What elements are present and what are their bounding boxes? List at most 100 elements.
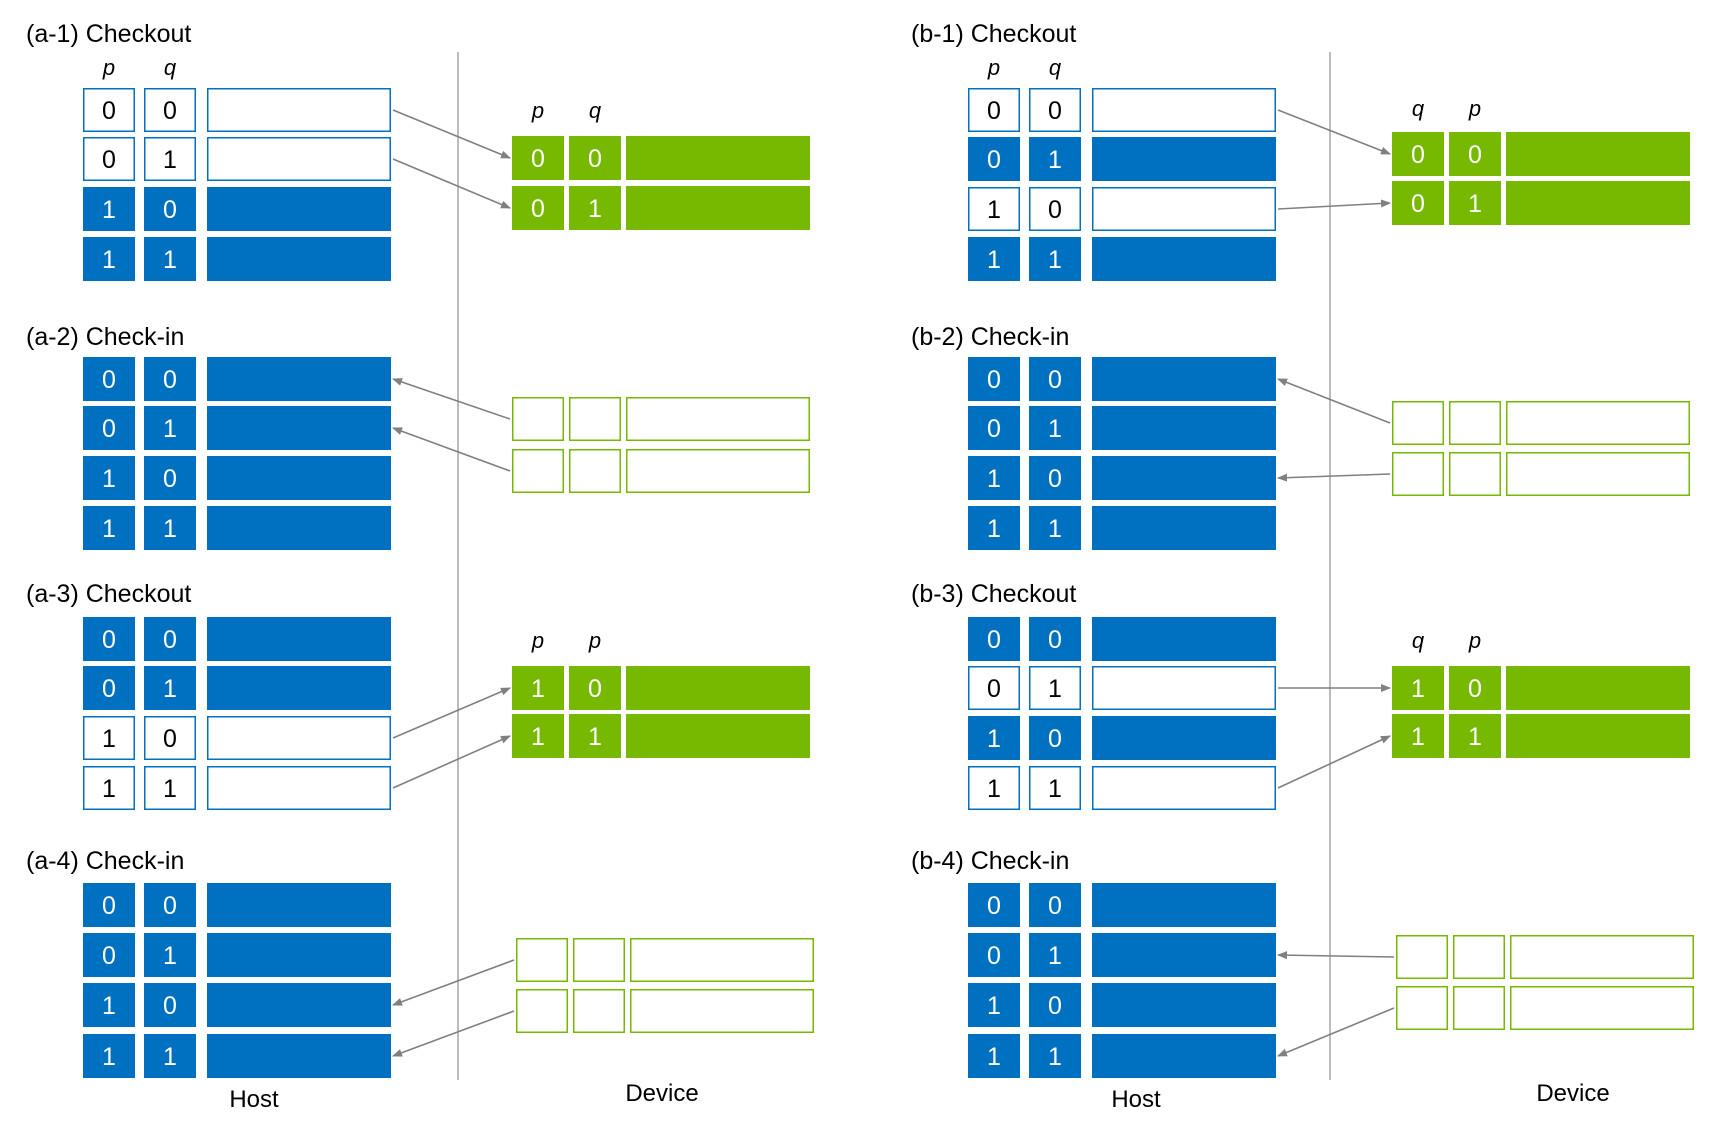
host-key-value: 0 — [163, 196, 177, 224]
device-column-header: p — [531, 98, 544, 123]
host-key-value: 1 — [102, 775, 116, 803]
device-key-cell — [512, 449, 564, 493]
host-key-cell — [1029, 766, 1081, 810]
host-key-cell — [968, 766, 1020, 810]
host-key-value: 0 — [102, 146, 116, 174]
checkin-arrow — [392, 378, 511, 420]
host-key-value: 1 — [102, 465, 116, 493]
checkout-arrow — [1277, 109, 1391, 155]
host-key-cell — [144, 456, 196, 500]
host-data-cell — [1092, 357, 1276, 401]
host-data-cell — [207, 883, 391, 927]
host-key-value: 1 — [163, 1043, 177, 1071]
host-key-value: 1 — [1048, 515, 1062, 543]
host-key-cell — [1029, 506, 1081, 550]
device-key-value: 0 — [531, 195, 545, 223]
host-key-cell — [144, 983, 196, 1027]
device-key-value: 1 — [588, 723, 602, 751]
host-data-cell — [207, 88, 391, 132]
host-key-cell — [968, 456, 1020, 500]
host-key-value: 1 — [987, 1043, 1001, 1071]
host-key-value: 0 — [163, 992, 177, 1020]
host-key-value: 0 — [163, 465, 177, 493]
panel-title: (a-3) Checkout — [26, 580, 191, 608]
host-data-cell — [1092, 883, 1276, 927]
checkin-arrow — [392, 1010, 515, 1057]
host-key-value: 0 — [987, 366, 1001, 394]
device-key-cell — [569, 666, 621, 710]
device-key-value: 1 — [531, 723, 545, 751]
host-key-cell — [1029, 883, 1081, 927]
host-key-value: 0 — [102, 626, 116, 654]
host-key-value: 1 — [163, 146, 177, 174]
host-key-cell — [83, 617, 135, 661]
checkout-arrow — [392, 735, 511, 789]
device-key-value: 1 — [1411, 675, 1425, 703]
device-data-cell — [1506, 132, 1690, 176]
device-key-value: 0 — [1411, 141, 1425, 169]
device-key-cell — [569, 449, 621, 493]
device-data-cell — [626, 136, 810, 180]
device-key-cell — [512, 136, 564, 180]
checkout-arrow — [392, 109, 511, 159]
device-key-cell — [1449, 714, 1501, 758]
host-data-cell — [1092, 933, 1276, 977]
device-row — [512, 397, 810, 441]
host-key-value: 0 — [102, 892, 116, 920]
host-data-cell — [207, 456, 391, 500]
host-label-right: Host — [1111, 1086, 1161, 1113]
host-data-cell — [207, 406, 391, 450]
host-key-cell — [83, 406, 135, 450]
device-data-cell — [1506, 181, 1690, 225]
host-key-cell — [144, 137, 196, 181]
device-key-value: 1 — [1468, 190, 1482, 218]
host-column-header: q — [164, 55, 177, 80]
host-key-value: 1 — [987, 515, 1001, 543]
host-key-cell — [83, 237, 135, 281]
device-row — [1396, 986, 1694, 1030]
host-key-cell — [1029, 137, 1081, 181]
checkout-arrow — [392, 687, 511, 739]
host-key-value: 1 — [987, 196, 1001, 224]
checkin-arrow — [1277, 378, 1391, 424]
host-key-value: 1 — [987, 246, 1001, 274]
host-key-value: 1 — [163, 675, 177, 703]
host-key-cell — [968, 617, 1020, 661]
host-key-value: 0 — [987, 415, 1001, 443]
host-key-value: 0 — [102, 942, 116, 970]
host-key-cell — [144, 716, 196, 760]
panel-title: (b-4) Check-in — [911, 847, 1069, 875]
host-key-value: 0 — [987, 626, 1001, 654]
host-key-cell — [968, 406, 1020, 450]
device-data-cell — [630, 989, 814, 1033]
checkout-arrow — [392, 158, 511, 209]
device-key-cell — [1449, 132, 1501, 176]
host-key-cell — [144, 357, 196, 401]
device-key-cell — [1449, 181, 1501, 225]
host-key-cell — [83, 456, 135, 500]
host-key-value: 1 — [987, 725, 1001, 753]
panel-title: (b-2) Check-in — [911, 323, 1069, 351]
device-column-header: p — [1468, 96, 1481, 121]
host-data-cell — [1092, 406, 1276, 450]
host-data-cell — [207, 766, 391, 810]
device-key-value: 0 — [1468, 141, 1482, 169]
host-key-cell — [144, 1034, 196, 1078]
device-data-cell — [626, 714, 810, 758]
device-column-header: q — [589, 98, 602, 123]
device-row — [516, 938, 814, 982]
host-key-cell — [968, 357, 1020, 401]
host-key-cell — [1029, 456, 1081, 500]
